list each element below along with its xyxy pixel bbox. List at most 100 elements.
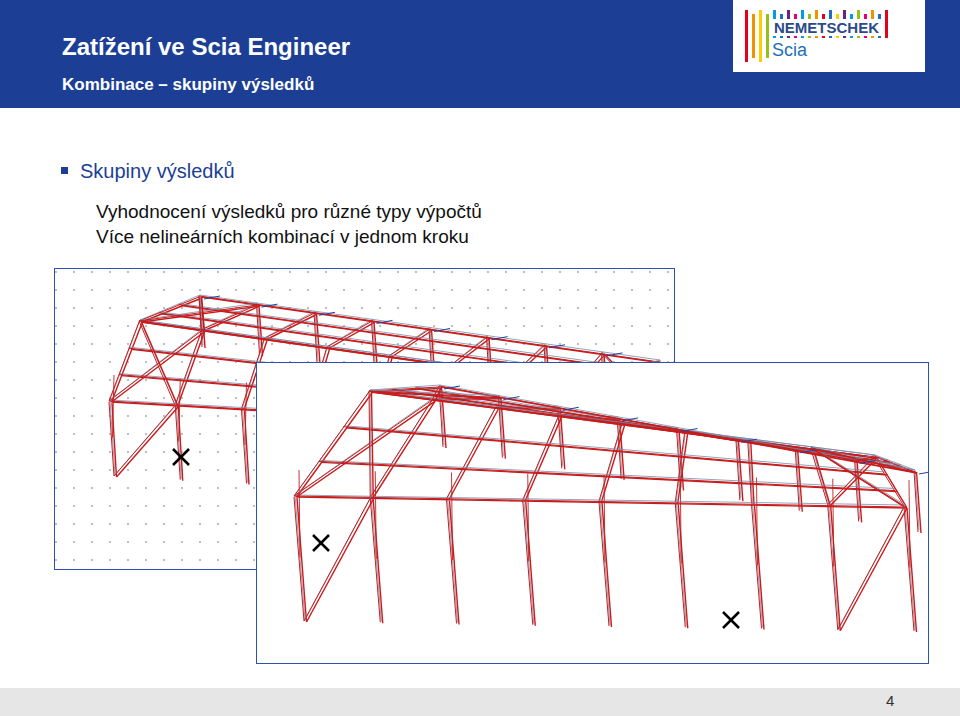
frame-member	[676, 431, 685, 502]
frame-member	[492, 337, 508, 340]
frame-member	[199, 296, 202, 331]
frame-member	[602, 503, 612, 627]
frame-member	[369, 391, 370, 498]
frame-member	[914, 471, 918, 532]
frame-member	[855, 457, 874, 460]
frame-member	[202, 297, 663, 363]
frame-member	[723, 612, 739, 628]
frame-member	[173, 449, 189, 465]
frame-member	[840, 508, 907, 631]
frame-member	[245, 383, 247, 446]
frame-member	[139, 321, 175, 406]
frame-member	[432, 386, 439, 400]
frame-member	[447, 500, 457, 624]
frame-member	[371, 398, 433, 496]
frame-member	[179, 379, 181, 442]
frame-member	[294, 400, 432, 496]
frame-member	[907, 508, 917, 632]
frame-member	[757, 478, 758, 566]
frame-member	[299, 470, 300, 558]
frame-member	[600, 423, 623, 501]
bullet-text: Skupiny výsledků	[80, 160, 235, 183]
frame-member	[682, 429, 698, 432]
frame-member	[909, 480, 910, 568]
frame-member	[831, 507, 841, 631]
frame-member	[444, 386, 460, 389]
frame-member	[370, 498, 380, 622]
frame-member	[257, 304, 260, 355]
frame-member	[604, 475, 605, 563]
page-number: 4	[886, 692, 894, 709]
frame-member	[440, 385, 915, 470]
slide-subtitle: Kombinace – skupiny výsledků	[62, 75, 314, 95]
frame-member	[811, 448, 914, 472]
frame-member	[109, 331, 202, 401]
frame-member	[297, 497, 908, 508]
body-text: Více nelineárních kombinací v jednom kro…	[96, 226, 469, 248]
frame-member	[795, 450, 799, 511]
frame-member	[204, 296, 220, 299]
frame-member	[449, 409, 498, 499]
logo-stripes	[733, 0, 925, 72]
logo-text: Scia	[772, 40, 807, 61]
frame-member	[262, 304, 278, 307]
frame-member	[434, 329, 450, 332]
frame-member	[295, 390, 370, 495]
frame-member	[329, 322, 375, 348]
frame-member	[525, 417, 561, 500]
frame-member	[524, 414, 560, 498]
frame-member	[678, 504, 688, 628]
frame-member	[839, 505, 905, 629]
frame-member	[755, 506, 765, 630]
slide-title: Zatížení ve Scia Engineer	[62, 33, 350, 61]
frame-member	[828, 506, 838, 630]
bullet-square	[60, 166, 70, 176]
frame-member	[833, 479, 834, 567]
frame-member	[675, 503, 685, 627]
structure-illustration	[257, 363, 928, 663]
frame-member	[523, 501, 533, 625]
frame-member	[607, 353, 623, 356]
frame-member	[599, 425, 622, 502]
frame-member	[373, 499, 383, 623]
frame-member	[346, 428, 887, 475]
frame-member	[297, 393, 373, 497]
frame-member	[178, 332, 205, 406]
frame-member	[528, 474, 529, 562]
frame-member	[622, 418, 638, 421]
frame-member	[752, 505, 762, 629]
frame-member	[370, 390, 875, 455]
frame-member	[373, 401, 435, 498]
frame-member	[549, 345, 565, 348]
frame-member	[418, 389, 904, 468]
frame-member	[723, 612, 739, 628]
logo-panel	[733, 0, 925, 72]
frame-member	[503, 397, 519, 400]
frame-member	[812, 447, 905, 505]
frame-member	[370, 400, 432, 497]
frame-member	[372, 392, 878, 458]
screenshot-frame	[256, 362, 929, 664]
frame-member	[369, 391, 874, 457]
frame-member	[112, 332, 205, 402]
frame-member	[452, 338, 487, 365]
frame-member	[305, 496, 371, 620]
frame-member	[173, 449, 189, 465]
frame-member	[377, 320, 393, 323]
frame-member	[860, 460, 876, 463]
frame-member	[448, 406, 497, 497]
frame-member	[372, 392, 374, 499]
frame-member	[602, 426, 625, 503]
frame-member	[800, 450, 816, 453]
frame-member	[304, 498, 370, 621]
frame-member	[563, 407, 579, 410]
footer-bar	[0, 688, 960, 716]
frame-member	[812, 447, 915, 470]
frame-member	[369, 391, 874, 457]
frame-member	[294, 497, 304, 621]
body-text: Vyhodnocení výsledků pro různé typy výpo…	[96, 201, 482, 223]
frame-member	[294, 496, 904, 507]
frame-member	[117, 407, 179, 477]
frame-member	[320, 460, 895, 488]
frame-member	[319, 312, 335, 315]
